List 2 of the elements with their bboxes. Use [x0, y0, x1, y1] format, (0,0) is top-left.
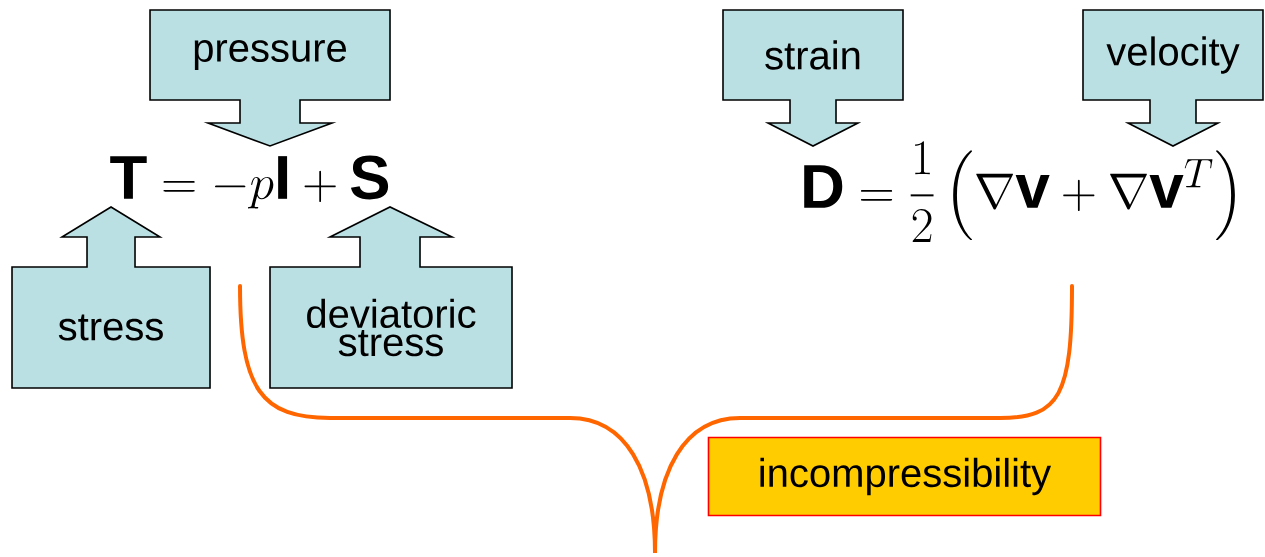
label-box: incompressibility — [707, 436, 1102, 517]
formula: $\mathbf{T}=-p\mathbf{I}+\mathbf{S}$ — [110, 155, 389, 209]
